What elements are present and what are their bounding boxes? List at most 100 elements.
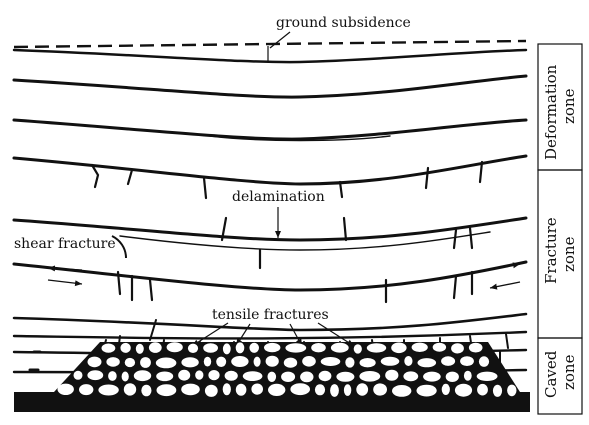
rubble-block [315,384,325,395]
rubble-block [381,357,400,366]
rubble-block [223,383,231,395]
rubble-block [281,372,295,382]
rubble-block [223,343,231,354]
rubble-block [249,343,259,353]
shear-arrow-right [48,280,82,284]
rubble-block [203,343,218,352]
rubble-block [354,344,362,353]
rubble-block [360,358,376,367]
zone-label-fracture-2: zone [560,236,578,272]
zone-label-deformation-2: zone [560,88,578,124]
rubble-block [140,357,151,368]
rubble-block [251,384,263,395]
rubble-block [125,358,135,367]
rubble-block [460,356,474,366]
rubble-block [188,344,198,353]
subsided-ground-line [14,50,526,62]
rubble-block [236,384,247,396]
rubble-block [266,356,279,367]
rubble-block [167,342,183,352]
rubble-block [108,371,117,381]
ground-subsidence-pointer [270,32,290,48]
rubble-block [477,372,498,381]
rubble-block [464,371,472,381]
rubble-block [441,356,455,366]
rubble-block [87,370,103,380]
rubble-block [141,385,151,397]
rubble-block [88,357,102,368]
stratum-line [14,76,526,97]
rubble-block [493,385,502,397]
zone-label-fracture-1: Fracture [542,217,560,284]
rubble-block [319,371,332,381]
rubble-block [134,370,151,381]
zone-label-deformation-1: Deformation [542,64,560,160]
stratum-line [14,156,526,184]
stratum-line [14,120,526,139]
rubble-block [122,372,129,382]
rubble-block [178,370,190,381]
shear-fracture-label: shear fracture [14,236,116,252]
rubble-block [455,384,472,397]
rubble-block [423,372,441,382]
rubble-block [284,358,297,368]
rubble-block [157,384,177,396]
rubble-block [231,356,248,367]
rubble-block [243,371,263,381]
deformation-strata [14,50,526,141]
rubble-block [57,384,73,395]
rubble-block [359,371,380,382]
rubble-block [385,370,398,381]
rubble-block [412,343,428,352]
rubble-block [367,343,386,352]
rubble-block [479,356,489,367]
zone-label-caved-1: Caved [542,350,560,398]
shear-arrow-right-2 [488,264,520,270]
rubble-block [373,383,387,395]
rubble-block [156,372,173,382]
rubble-block [433,343,446,352]
rubble-block [417,385,437,397]
rubble-block [302,356,316,367]
rubble-block [268,384,285,396]
rubble-block [290,383,310,395]
rubble-block [391,343,406,354]
shear-arrow-left-2 [490,282,520,288]
rubble-block [404,356,412,366]
rubble-block [321,357,341,366]
rubble-block [74,371,83,380]
rubble-block [264,343,280,352]
rubble-block [311,343,326,352]
rubble-block [106,357,119,367]
stratum-line [14,262,526,290]
rubble-block [418,358,437,367]
rubble-block [451,343,464,353]
rubble-block [181,357,198,367]
rubble-block [149,342,162,353]
rubble-block [300,372,313,383]
tensile-fractures-label: tensile fractures [212,307,329,323]
rubble-block [124,383,136,395]
rubble-block [507,385,516,397]
rubble-block [205,385,218,397]
rubble-block [336,372,354,382]
rubble-block [236,342,245,353]
caved-rubble [14,342,530,412]
rubble-block [345,357,354,367]
rubble-block [102,344,116,353]
rubble-block [356,383,368,395]
rubble-block [446,372,459,382]
rubble-block [225,371,238,381]
rubble-block [392,385,411,397]
rubble-block [204,357,211,367]
rubble-block [403,371,418,381]
rubble-block [136,344,144,354]
rubble-block [156,358,177,369]
rubble-block [208,370,219,380]
delamination-label: delamination [232,189,325,205]
rubble-block [98,385,118,396]
rubble-block [216,357,226,367]
rubble-block [344,384,351,396]
rubble-block [254,357,261,367]
